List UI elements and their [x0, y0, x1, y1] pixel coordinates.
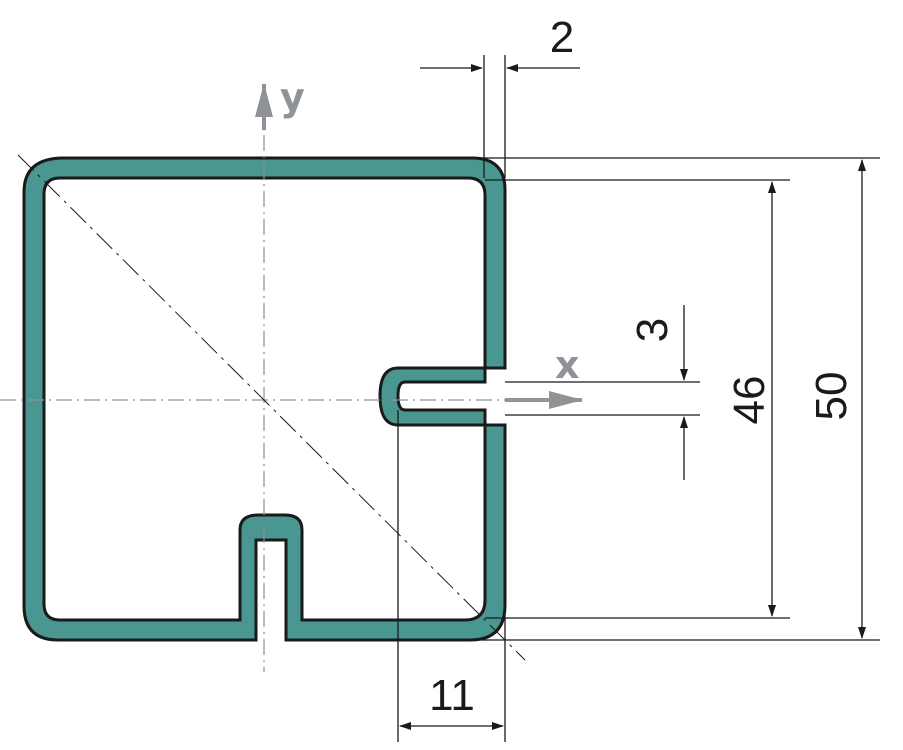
dim-outer-height: 50 — [807, 372, 856, 421]
dim-inner-height: 46 — [725, 376, 774, 425]
diagonal-line — [17, 154, 526, 661]
dimension-lines — [397, 55, 880, 742]
center-lines — [0, 135, 540, 672]
profile-section — [22, 156, 507, 642]
dim-slot-width: 3 — [628, 318, 677, 342]
dim-slot-depth: 11 — [429, 671, 475, 720]
dim-wall-thickness: 2 — [550, 13, 574, 62]
y-axis-label: y — [280, 75, 305, 119]
x-axis-label: x — [555, 343, 580, 387]
